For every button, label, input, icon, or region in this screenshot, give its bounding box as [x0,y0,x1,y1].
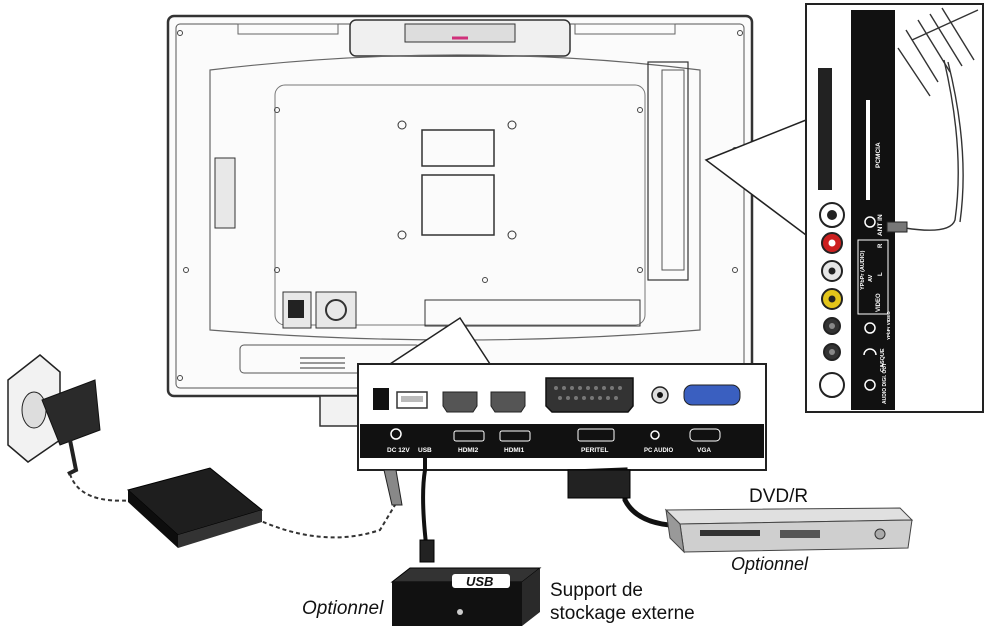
hdmi1-port [490,391,526,413]
pc-audio-label: PC AUDIO [644,448,673,454]
wall-socket-icon [7,354,61,463]
power-adapter-icon [126,467,264,548]
usb-optional-label: Optionnel [302,598,384,619]
tv-back [166,14,754,427]
usb-label: USB [418,447,432,454]
side-connector-panel [805,3,984,413]
audio-dig-out-label: AUDIO DIGI. OUT [882,363,888,404]
dc-label: DC 12V [387,447,410,454]
storage-label-line1: Support de [550,580,643,601]
ypbpr-audio-label: YPbPr (AUDIO) [860,250,866,290]
r-label: R [878,243,884,248]
power-plug-icon [41,379,101,476]
bottom-connector-panel [357,363,767,471]
vga-label: VGA [697,447,711,454]
peritel-port [545,377,634,413]
storage-label-line2: stockage externe [550,603,695,624]
dvd-label: DVD/R [749,486,809,507]
vga-port [683,384,741,406]
dc-jack [373,388,389,410]
dvd-player-icon [664,507,914,554]
casque-label: CASQUE [880,348,886,372]
video-label: VIDEO [876,293,882,312]
usb-storage-icon [390,567,542,626]
av-label: AV [868,274,874,282]
ant-in-label: ANT IN [877,214,884,236]
ypbpr-video-label: YPbPr VIDEO [886,311,891,340]
peritel-label: PERITEL [581,447,608,454]
dvd-optional-label: Optionnel [731,554,809,574]
pcmcia-label: PCMCIA [875,142,882,168]
hdmi2-label: HDMI2 [458,447,479,454]
hdmi1-label: HDMI1 [504,447,525,454]
usb-logo-text: USB [466,574,493,589]
hdmi2-port [442,391,478,413]
digital-out-jack [819,372,845,398]
antenna-icon [897,7,979,231]
l-label: L [878,272,884,276]
